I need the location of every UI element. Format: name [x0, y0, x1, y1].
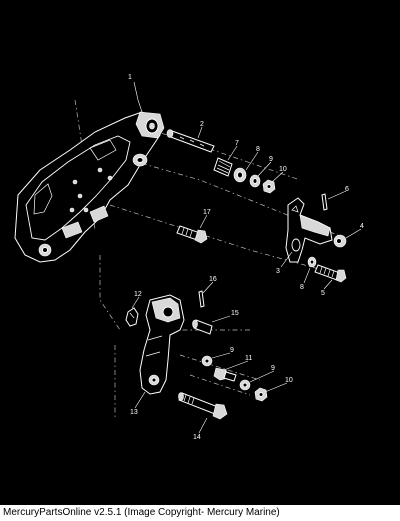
- lower-arm-part[interactable]: [139, 294, 185, 395]
- callout-8-right: 8: [300, 284, 304, 291]
- callout-7: 7: [235, 140, 239, 147]
- main-bracket-part[interactable]: [14, 111, 165, 263]
- callout-16: 16: [209, 276, 217, 283]
- screw-11-part[interactable]: [213, 367, 237, 382]
- nut-lower-part[interactable]: [254, 387, 268, 402]
- callout-3: 3: [276, 268, 280, 275]
- washer-lower-part[interactable]: [201, 355, 213, 367]
- lockwasher-lower-part[interactable]: [239, 379, 251, 391]
- callout-13: 13: [130, 409, 138, 416]
- roll-pin-16-part[interactable]: [198, 290, 205, 308]
- callout-9-lower-right: 9: [271, 365, 275, 372]
- bolt-right-part[interactable]: [314, 264, 347, 283]
- callout-1: 1: [128, 74, 132, 81]
- callout-11: 11: [245, 355, 252, 362]
- callout-8-upper: 8: [256, 146, 260, 153]
- roll-pin-upper-part[interactable]: [321, 193, 328, 211]
- long-bolt-14-part[interactable]: [178, 392, 228, 420]
- callout-numbers: 1 2 7 8 9 10 6 4 17 3 8 5 16 12 15 9 11 …: [128, 74, 364, 441]
- lockwasher-upper-part[interactable]: [249, 174, 261, 188]
- pin-part[interactable]: [166, 129, 215, 153]
- nut-upper-part[interactable]: [262, 179, 276, 194]
- callout-4: 4: [360, 223, 364, 230]
- callout-6: 6: [345, 186, 349, 193]
- callout-12: 12: [134, 291, 142, 298]
- callout-9-lower: 9: [230, 347, 234, 354]
- bushing-cap-part[interactable]: [333, 234, 347, 248]
- washer-upper-part[interactable]: [233, 167, 247, 183]
- callout-10-lower: 10: [285, 377, 293, 384]
- bolt-17-part[interactable]: [176, 225, 208, 244]
- bushing-15-part[interactable]: [192, 319, 213, 335]
- spring-part[interactable]: [213, 157, 233, 177]
- copyright-caption: MercuryPartsOnline v2.5.1 (Image Copyrig…: [0, 505, 400, 521]
- callout-2: 2: [200, 121, 204, 128]
- callout-leader-lines: [131, 81, 362, 434]
- callout-17: 17: [203, 209, 211, 216]
- callout-14: 14: [193, 434, 201, 441]
- latch-plate-part[interactable]: [285, 197, 333, 263]
- callout-15: 15: [231, 310, 239, 317]
- callout-9-upper: 9: [269, 156, 273, 163]
- washer-right-part[interactable]: [307, 256, 317, 268]
- callout-5: 5: [321, 290, 325, 297]
- exploded-parts-diagram: 1 2 7 8 9 10 6 4 17 3 8 5 16 12 15 9 11 …: [14, 74, 364, 441]
- callout-10-upper: 10: [279, 166, 287, 173]
- clip-12-part[interactable]: [125, 307, 139, 327]
